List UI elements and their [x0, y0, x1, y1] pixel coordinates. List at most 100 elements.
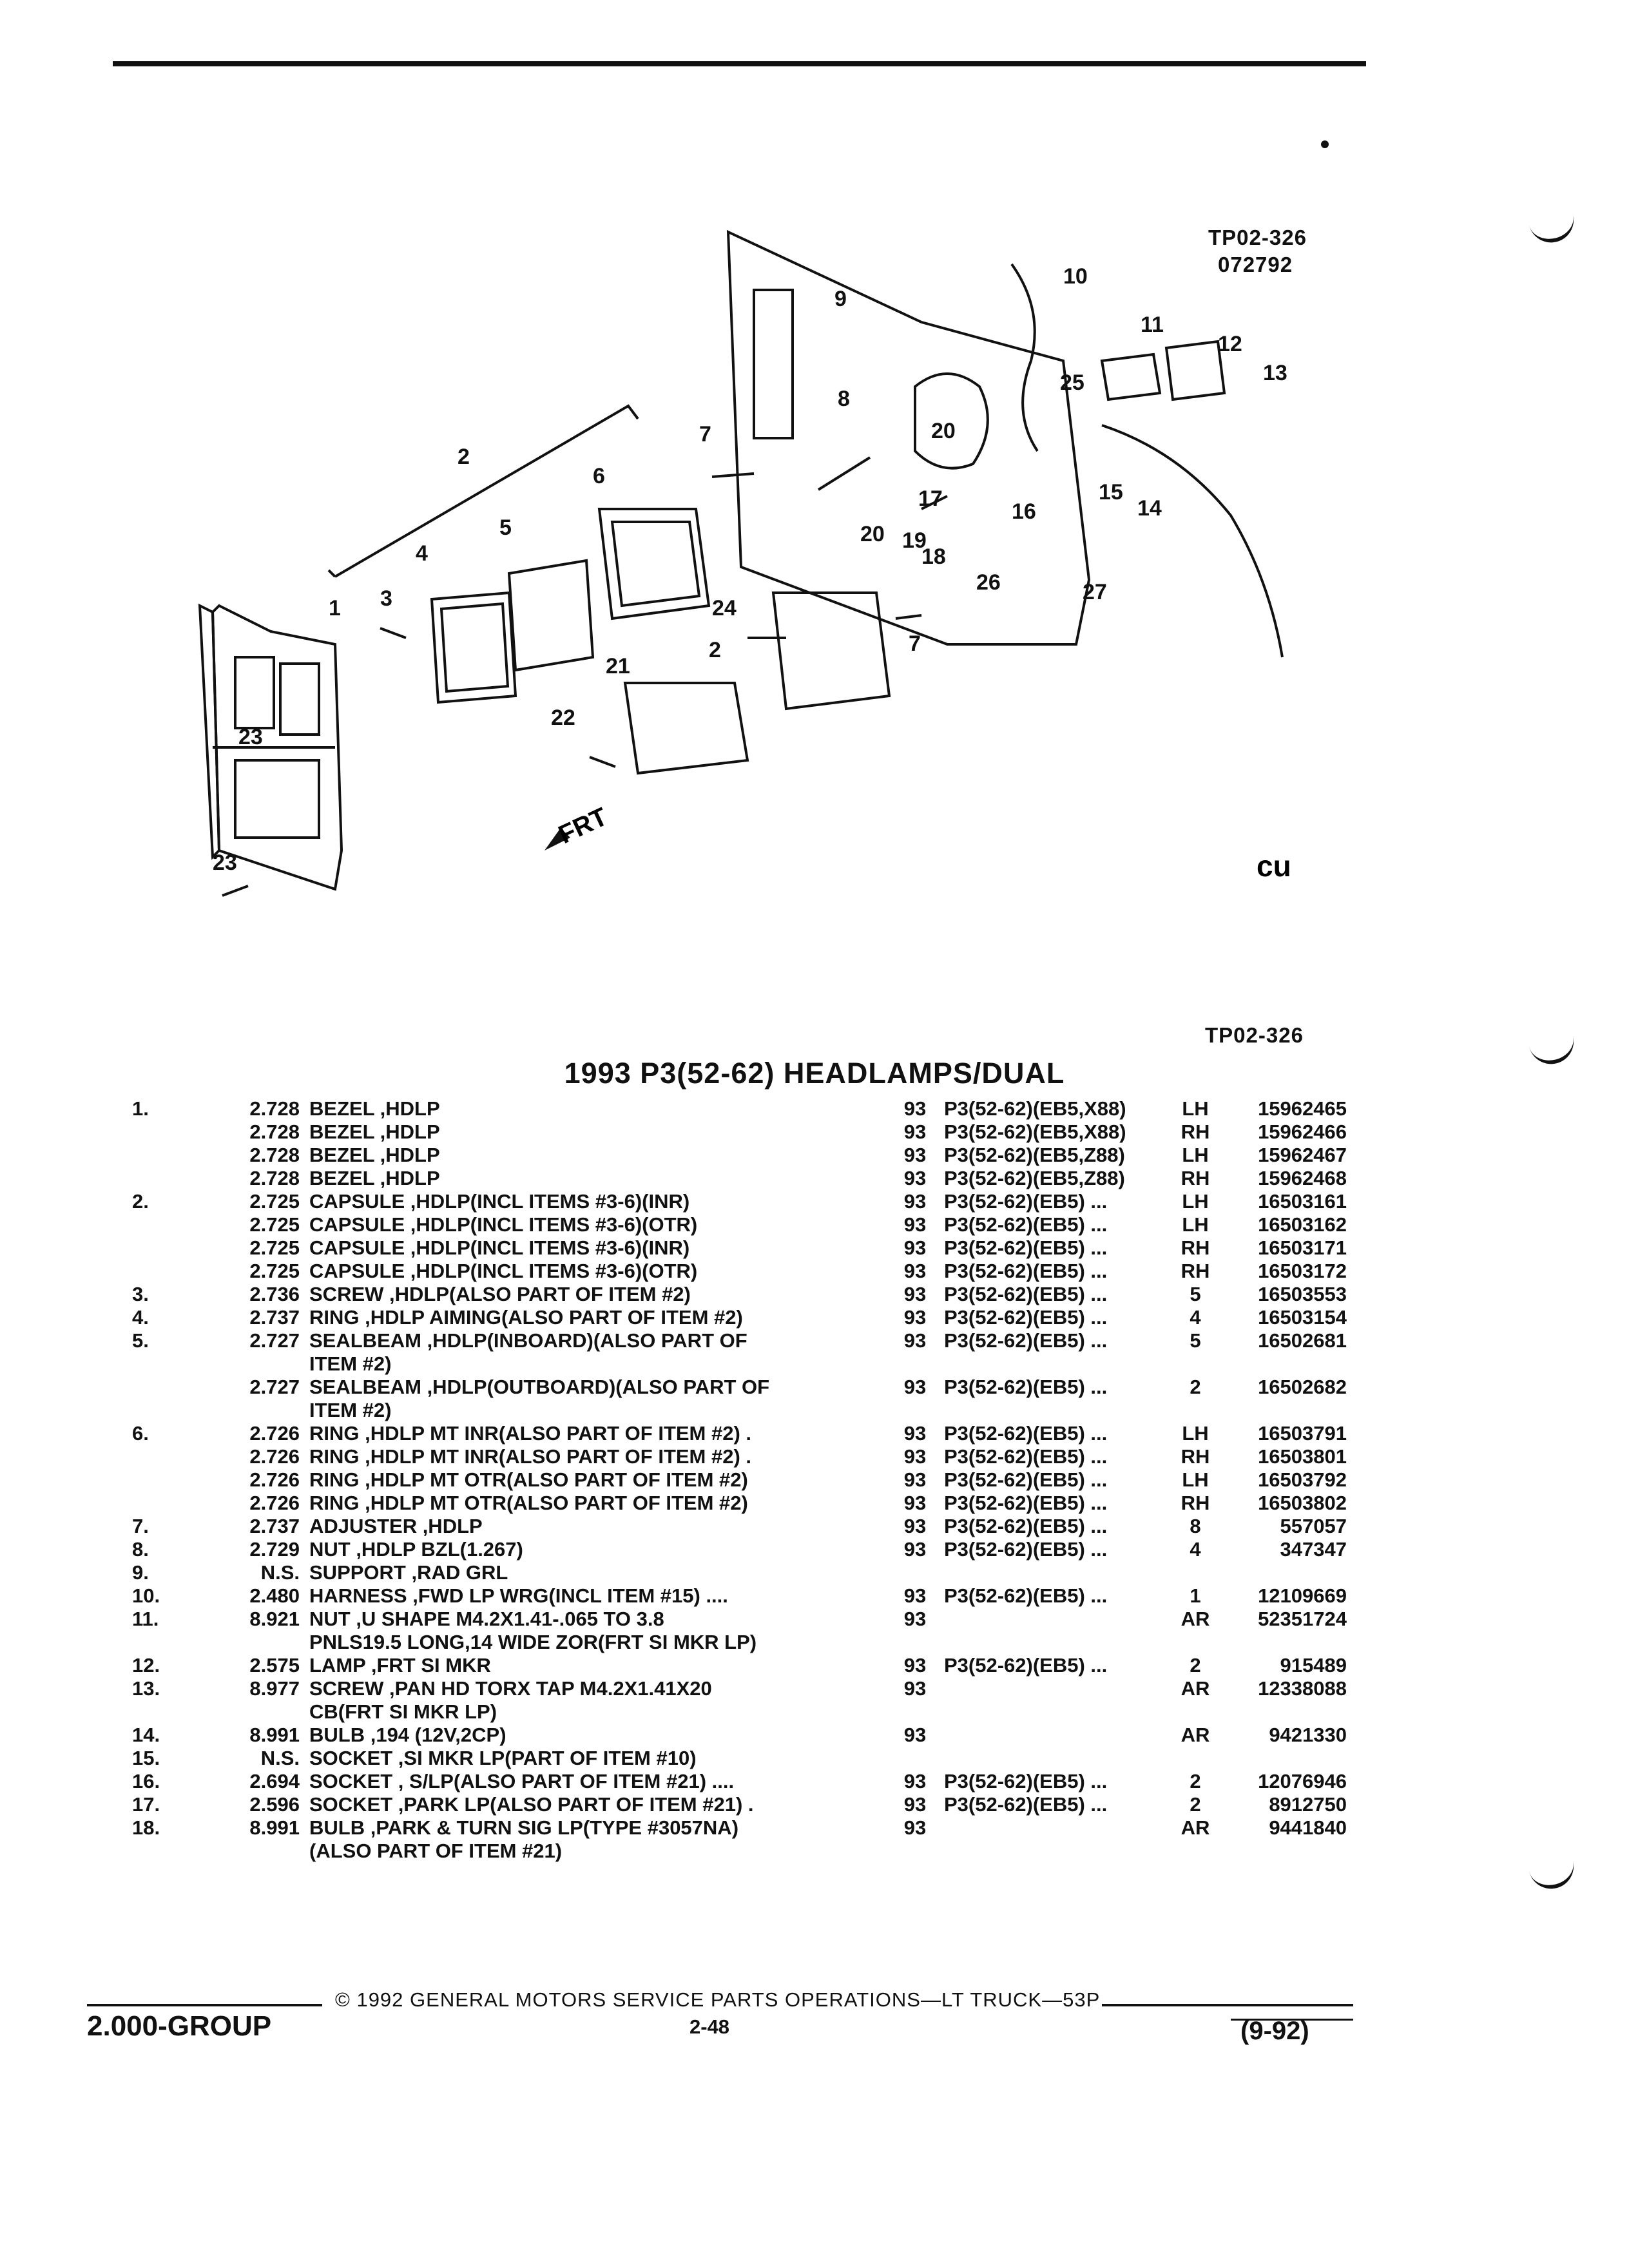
part-quantity: 2 — [1190, 1654, 1201, 1677]
part-group-number: 2.727 — [249, 1376, 300, 1398]
part-description-text: NUT ,HDLP BZL(1.267) — [309, 1538, 523, 1561]
part-description-text: RING ,HDLP MT INR(ALSO PART OF ITEM #2) … — [309, 1445, 752, 1468]
exploded-headlamp-diagram: FRT 1 2 2 3 4 5 6 7 7 8 9 10 11 12 13 14… — [198, 229, 1291, 897]
direction-label: FRT — [554, 802, 612, 849]
part-item-number: 1. — [132, 1097, 149, 1120]
part-number: 16503802 — [1258, 1492, 1347, 1514]
part-model-year: 93 — [903, 1260, 927, 1282]
part-description: ADJUSTER ,HDLP — [309, 1515, 979, 1538]
part-item-number: 13. — [132, 1677, 160, 1700]
part-group-number: 8.977 — [249, 1677, 300, 1700]
part-description: SOCKET ,PARK LP(ALSO PART OF ITEM #21) . — [309, 1793, 979, 1816]
part-model-year: 93 — [903, 1213, 927, 1236]
callout-label: 21 — [606, 654, 630, 678]
part-model: P3(52-62)(EB5,Z88) — [944, 1167, 1125, 1189]
callout-label: 12 — [1218, 332, 1242, 356]
callout-label: 13 — [1263, 361, 1287, 385]
part-description: CAPSULE ,HDLP(INCL ITEMS #3-6)(INR) — [309, 1190, 979, 1213]
part-description-text: RING ,HDLP AIMING(ALSO PART OF ITEM #2) — [309, 1306, 743, 1329]
callout-label: 16 — [1012, 499, 1036, 524]
part-group-number: 2.726 — [249, 1492, 300, 1514]
part-description-text: BULB ,PARK & TURN SIG LP(TYPE #3057NA) — [309, 1816, 739, 1839]
part-description-text: BEZEL ,HDLP — [309, 1120, 440, 1143]
part-group-number: 2.725 — [249, 1236, 300, 1259]
part-group-number: 2.737 — [249, 1515, 300, 1537]
part-quantity: 2 — [1190, 1793, 1201, 1816]
part-number: 9421330 — [1269, 1724, 1347, 1746]
part-quantity: LH — [1182, 1468, 1209, 1491]
part-item-number: 8. — [132, 1538, 149, 1561]
part-quantity: LH — [1182, 1190, 1209, 1213]
parts-row: 15.N.S.SOCKET ,SI MKR LP(PART OF ITEM #1… — [132, 1747, 1356, 1770]
part-model-year: 93 — [903, 1654, 927, 1677]
part-quantity: 2 — [1190, 1770, 1201, 1792]
part-group-number: 8.991 — [249, 1816, 300, 1839]
part-number: 16503172 — [1258, 1260, 1347, 1282]
part-description: BEZEL ,HDLP — [309, 1167, 979, 1190]
part-description-text: SEALBEAM ,HDLP(INBOARD)(ALSO PART OF — [309, 1329, 747, 1352]
part-number: 16503154 — [1258, 1306, 1347, 1329]
group-label: 2.000-GROUP — [87, 2010, 272, 2042]
part-model: P3(52-62)(EB5,X88) — [944, 1097, 1126, 1120]
part-model: P3(52-62)(EB5) ... — [944, 1793, 1108, 1816]
callout-label: 5 — [499, 515, 512, 540]
page-dot-mark — [1321, 140, 1329, 148]
callout-label: 2 — [458, 445, 470, 469]
part-model: P3(52-62)(EB5) ... — [944, 1190, 1108, 1213]
part-model-year: 93 — [903, 1608, 927, 1630]
part-model-year: 93 — [903, 1793, 927, 1816]
harness-part — [1010, 263, 1039, 452]
part-number: 557057 — [1280, 1515, 1347, 1537]
part-item-number: 18. — [132, 1816, 160, 1839]
part-model-year: 93 — [903, 1584, 927, 1607]
part-model-year: 93 — [903, 1538, 927, 1561]
part-item-number: 5. — [132, 1329, 149, 1352]
part-description: NUT ,HDLP BZL(1.267) — [309, 1538, 979, 1561]
bezel-part — [198, 603, 343, 891]
part-description: BEZEL ,HDLP — [309, 1144, 979, 1167]
part-group-number: 8.921 — [249, 1608, 300, 1630]
part-model-year: 93 — [903, 1120, 927, 1143]
ref-date: 072792 — [1218, 253, 1293, 276]
callout-label: 22 — [551, 706, 575, 730]
part-model-year: 93 — [903, 1190, 927, 1213]
part-item-number: 6. — [132, 1422, 149, 1445]
part-quantity: AR — [1181, 1608, 1210, 1630]
part-description-text: BEZEL ,HDLP — [309, 1167, 440, 1189]
callout-label: 27 — [1083, 580, 1107, 604]
part-model-year: 93 — [903, 1422, 927, 1445]
part-item-number: 2. — [132, 1190, 149, 1213]
part-quantity: AR — [1181, 1677, 1210, 1700]
aiming-ring-part — [430, 591, 517, 704]
part-item-number: 15. — [132, 1747, 160, 1769]
part-group-number: 2.725 — [249, 1260, 300, 1282]
part-number: 15962467 — [1258, 1144, 1347, 1166]
part-quantity: AR — [1181, 1816, 1210, 1839]
part-description: BULB ,PARK & TURN SIG LP(TYPE #3057NA)(A… — [309, 1816, 979, 1863]
part-description-text: NUT ,U SHAPE M4.2X1.41-.065 TO 3.8 — [309, 1608, 664, 1630]
part-model-year: 93 — [903, 1329, 927, 1352]
part-description-text: SCREW ,HDLP(ALSO PART OF ITEM #2) — [309, 1283, 691, 1305]
part-quantity: AR — [1181, 1724, 1210, 1746]
part-description-continued: PNLS19.5 LONG,14 WIDE ZOR(FRT SI MKR LP) — [309, 1631, 757, 1653]
part-quantity: RH — [1181, 1236, 1210, 1259]
part-group-number: 2.729 — [249, 1538, 300, 1561]
part-model-year: 93 — [903, 1236, 927, 1259]
part-quantity: 8 — [1190, 1515, 1201, 1537]
part-description-text: RING ,HDLP MT OTR(ALSO PART OF ITEM #2) — [309, 1468, 748, 1491]
part-model: P3(52-62)(EB5) ... — [944, 1468, 1108, 1491]
part-model: P3(52-62)(EB5) ... — [944, 1376, 1108, 1398]
part-item-number: 17. — [132, 1793, 160, 1816]
callout-label: 15 — [1099, 480, 1123, 505]
footer-rule — [1102, 2004, 1353, 2006]
